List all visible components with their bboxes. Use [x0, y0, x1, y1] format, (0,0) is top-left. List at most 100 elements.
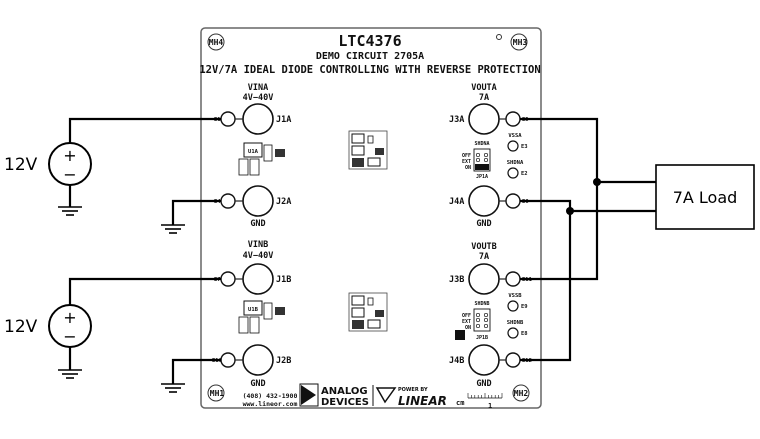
ground-symbol-j2b — [161, 383, 185, 393]
analog-devices-logo: ANALOG DEVICES — [299, 383, 369, 408]
linear-logo: POWER BY LINEAR — [375, 387, 447, 408]
shdnb-label: SHDNB — [507, 320, 524, 326]
svg-text:J1B: J1B — [276, 275, 291, 285]
svg-text:U1B: U1B — [248, 307, 259, 313]
board-demo-number: DEMO CIRCUIT 2705A — [316, 51, 424, 62]
vina-range: 4V−40V — [243, 93, 274, 103]
svg-text:EXT: EXT — [462, 159, 471, 165]
svg-text:−: − — [63, 165, 76, 184]
vouta-current: 7A — [479, 93, 489, 103]
junction-dot-negative — [566, 207, 574, 215]
source-top-voltage: 12V — [4, 155, 38, 175]
svg-text:DEVICES: DEVICES — [321, 397, 369, 408]
wire-source-bottom-positive — [68, 277, 221, 305]
svg-text:EXT: EXT — [462, 319, 471, 325]
vssb-label: VSSB — [508, 293, 522, 299]
svg-text:MH3: MH3 — [513, 38, 528, 47]
polarity-marker — [455, 330, 465, 340]
svg-text:E2: E2 — [521, 171, 528, 177]
wire-gnd-j2a — [171, 199, 221, 225]
board-description: 12V/7A IDEAL DIODE CONTROLLING WITH REVE… — [199, 64, 540, 76]
fiducial-marker — [496, 34, 502, 40]
wire-source-top-positive — [68, 117, 221, 143]
shdna-label: SHDNA — [507, 160, 524, 166]
scale-ruler: cm 1 — [456, 393, 503, 410]
svg-text:J2B: J2B — [276, 356, 291, 366]
svg-text:JP1B: JP1B — [476, 335, 488, 341]
ground-symbol-source-top — [58, 206, 82, 216]
svg-text:J2A: J2A — [276, 197, 291, 207]
load-box: 7A Load — [655, 164, 755, 230]
voltage-source-bottom: + − — [48, 304, 92, 348]
vouta-label: VOUTA — [471, 83, 497, 93]
voutb-current: 7A — [479, 252, 489, 262]
vinb-label: VINB — [248, 240, 268, 250]
terminal-e2: E2 — [507, 167, 528, 179]
mounting-hole-mh3: MH3 — [510, 33, 528, 51]
vina-label: VINA — [248, 83, 268, 93]
svg-text:J1A: J1A — [276, 115, 291, 125]
source-bottom-voltage: 12V — [4, 317, 38, 337]
pcb-board-outline — [200, 27, 542, 409]
svg-text:JP1A: JP1A — [476, 174, 488, 180]
terminal-e8: E8 — [507, 327, 528, 339]
svg-text:−: − — [63, 327, 76, 346]
wire-vouta-to-load — [520, 117, 656, 184]
svg-text:+: + — [63, 308, 76, 327]
svg-text:E3: E3 — [521, 144, 528, 150]
jumper-jp1a: SHDNA OFF EXT ON JP1A — [462, 141, 491, 180]
wire-gnd-j2b — [171, 358, 221, 384]
svg-text:ON: ON — [465, 325, 471, 331]
svg-text:J4B: J4B — [449, 356, 464, 366]
svg-text:LINEAR: LINEAR — [398, 394, 447, 408]
mosfet-footprint-b — [348, 292, 388, 332]
svg-text:J4A: J4A — [449, 197, 464, 207]
svg-text:SHDNA: SHDNA — [474, 141, 489, 147]
gnd-label-j2a: GND — [250, 219, 265, 229]
gnd-label-j4a: GND — [476, 219, 491, 229]
svg-text:J3B: J3B — [449, 275, 464, 285]
svg-text:OFF: OFF — [462, 153, 471, 159]
board-phone: (408) 432-1900 — [243, 392, 298, 400]
svg-text:MH1: MH1 — [210, 389, 225, 398]
mounting-hole-mh1: MH1 — [207, 384, 225, 402]
svg-text:+: + — [63, 146, 76, 165]
svg-text:MH2: MH2 — [514, 389, 529, 398]
svg-text:POWER BY: POWER BY — [398, 387, 428, 393]
vinb-range: 4V−40V — [243, 251, 274, 261]
mounting-hole-mh4: MH4 — [207, 33, 225, 51]
board-part-number: LTC4376 — [338, 32, 401, 50]
svg-text:cm: cm — [456, 399, 464, 407]
terminal-e9: E9 — [507, 300, 528, 312]
svg-text:7A Load: 7A Load — [673, 188, 738, 207]
board-website: www.lineor.com — [243, 400, 298, 408]
svg-text:SHDNB: SHDNB — [474, 301, 489, 307]
svg-text:E8: E8 — [521, 331, 528, 337]
svg-text:1: 1 — [488, 402, 492, 410]
jumper-jp1b: SHDNB OFF EXT ON JP1B — [462, 301, 491, 341]
ground-symbol-source-bottom — [58, 369, 82, 379]
svg-text:J3A: J3A — [449, 115, 464, 125]
ic-u1b: U1B — [238, 300, 285, 334]
wire-gndb-to-node — [520, 211, 572, 362]
terminal-e3: E3 — [507, 140, 528, 152]
svg-text:ANALOG: ANALOG — [321, 386, 368, 397]
wire-gnda-to-load — [520, 199, 656, 213]
voltage-source-top: + − — [48, 142, 92, 186]
junction-dot-positive — [593, 178, 601, 186]
svg-text:OFF: OFF — [462, 313, 471, 319]
svg-text:E9: E9 — [521, 304, 528, 310]
svg-text:ON: ON — [465, 165, 471, 171]
svg-text:MH4: MH4 — [209, 38, 224, 47]
gnd-label-j2b: GND — [250, 379, 265, 389]
ic-u1a: U1A — [238, 142, 285, 176]
gnd-label-j4b: GND — [476, 379, 491, 389]
vssa-label: VSSA — [508, 133, 522, 139]
ground-symbol-j2a — [161, 224, 185, 234]
voutb-label: VOUTB — [471, 242, 497, 252]
svg-text:U1A: U1A — [248, 149, 259, 155]
mounting-hole-mh2: MH2 — [512, 384, 530, 402]
mosfet-footprint-a — [348, 130, 388, 170]
wire-voutb-to-node — [520, 182, 599, 281]
